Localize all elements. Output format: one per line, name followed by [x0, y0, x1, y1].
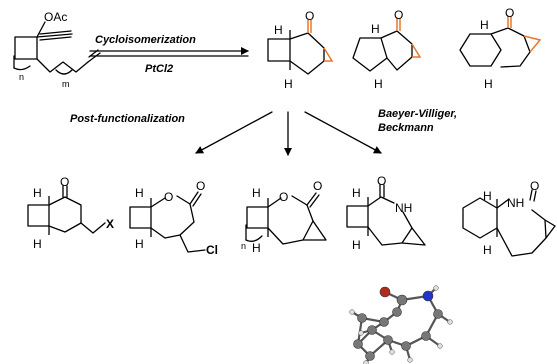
carbonyl-oxygen: O — [530, 179, 539, 193]
ring-oxygen: O — [279, 190, 288, 204]
nh-group: NH — [507, 196, 524, 210]
acetate-label: OAc — [44, 10, 67, 24]
derivative-lactone-cyclopropane — [245, 192, 327, 245]
carbonyl-oxygen: O — [313, 179, 322, 193]
product-3 — [459, 16, 542, 68]
chlorine-atom: Cl — [206, 243, 218, 257]
hydrogen-atom: H — [484, 77, 493, 91]
derivative-ketone-x — [27, 185, 106, 235]
hydrogen-atom: H — [33, 237, 42, 251]
carbonyl-oxygen: O — [196, 179, 205, 193]
nh-group: NH — [395, 201, 412, 215]
arrow-label-below: PtCl2 — [145, 63, 173, 75]
post-functionalization-label: Post-functionalization — [70, 113, 185, 125]
derivative-lactam-cyclopropane — [346, 184, 426, 246]
hydrogen-atom: H — [252, 186, 261, 200]
hydrogen-atom: H — [352, 238, 361, 252]
product-2 — [352, 18, 422, 72]
beckmann-label: Beckmann — [378, 122, 434, 134]
arrow-label-above: Cycloisomerization — [95, 34, 196, 46]
oxygen-atom: O — [305, 9, 314, 23]
ring-oxygen: O — [164, 190, 173, 204]
hydrogen-atom: H — [33, 186, 42, 200]
hydrogen-atom: H — [135, 237, 144, 251]
x-substituent: X — [106, 217, 114, 231]
cycloisomerization-arrow — [89, 47, 249, 57]
starting-enyne: OAc n m — [13, 10, 101, 89]
hydrogen-atom: H — [352, 186, 361, 200]
derivative-lactone-cl — [129, 191, 206, 253]
hydrogen-atom: H — [483, 189, 492, 203]
hydrogen-atom: H — [371, 22, 380, 36]
derivative-macrolactam — [462, 189, 556, 257]
baeyer-villiger-label: Baeyer-Villiger, — [378, 108, 457, 120]
hydrogen-atom: H — [483, 243, 492, 257]
ring-index-n: n — [19, 72, 24, 82]
xray-structure — [349, 285, 453, 364]
hydrogen-atom: H — [374, 77, 383, 91]
ring-index-n: n — [241, 241, 246, 251]
divergent-arrows — [195, 111, 382, 156]
hydrogen-atom: H — [252, 241, 261, 255]
product-1 — [267, 20, 334, 75]
hydrogen-atom: H — [274, 23, 283, 37]
hydrogen-atom: H — [480, 18, 489, 32]
oxygen-atom: O — [394, 8, 403, 22]
chain-index-m: m — [62, 79, 70, 89]
oxygen-atom: O — [505, 6, 514, 20]
carbonyl-oxygen: O — [377, 174, 386, 188]
hydrogen-atom: H — [284, 77, 293, 91]
oxygen-atom: O — [60, 175, 69, 189]
hydrogen-atom: H — [135, 186, 144, 200]
